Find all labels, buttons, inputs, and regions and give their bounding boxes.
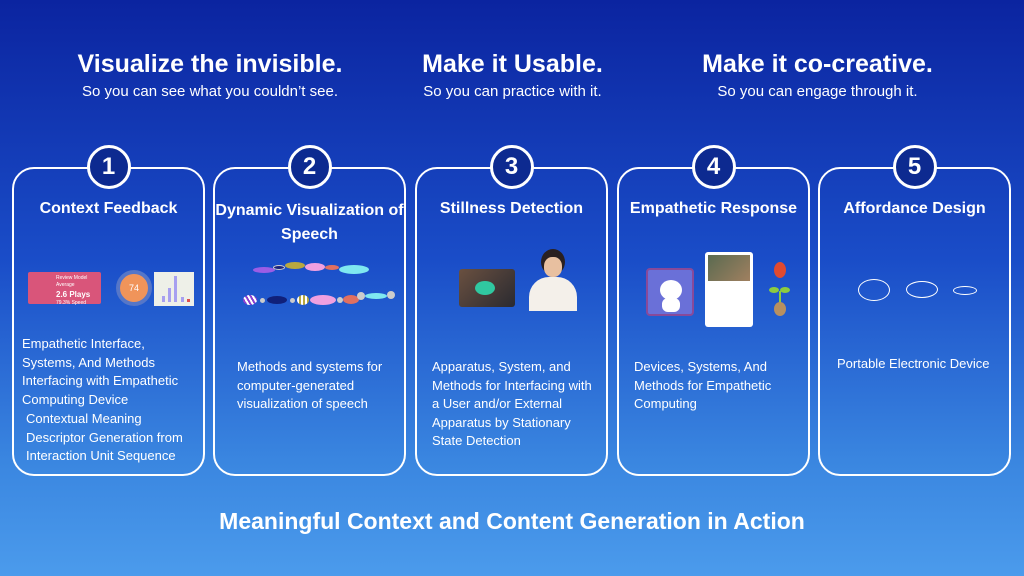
footer-tagline: Meaningful Context and Content Generatio… <box>219 508 805 534</box>
card-title: Dynamic Visualization of Speech <box>215 202 404 243</box>
bar-chart-thumbnail <box>154 272 194 306</box>
widget-value: 2.6 Plays <box>56 290 91 299</box>
header-subtitle: So you can engage through it. <box>717 83 918 100</box>
header-title: Make it Usable. <box>422 50 603 78</box>
card-title: Stillness Detection <box>439 200 584 217</box>
sprout-icon <box>769 287 791 317</box>
score-circle: 74 <box>116 270 152 306</box>
card-dynamic-visualization: 2 Dynamic Visualization of Speech Method… <box>213 145 408 476</box>
card-context-feedback: 1 Context Feedback Review Model Average … <box>12 145 205 476</box>
speech-visualization <box>215 259 408 309</box>
card-description: Portable Electronic Device <box>837 356 990 371</box>
card-stillness-detection: 3 Stillness Detection Apparatus, System,… <box>415 145 608 476</box>
widget-label: Review Model Average <box>56 275 88 288</box>
device-outline-small <box>953 286 977 295</box>
header-subtitle: So you can practice with it. <box>423 83 602 100</box>
card-description: Devices, Systems, And Methods for Empath… <box>634 359 772 411</box>
step-number: 1 <box>86 145 131 189</box>
robot-app-icon <box>646 268 694 316</box>
header-title: Make it co-creative. <box>702 50 933 78</box>
header-title: Visualize the invisible. <box>77 50 343 78</box>
card-description: Empathetic Interface, Systems, And Metho… <box>22 336 179 407</box>
device-outline-large <box>858 279 890 301</box>
card-affordance-design: 5 Affordance Design Portable Electronic … <box>818 145 1011 476</box>
step-number: 5 <box>892 145 937 189</box>
step-number: 3 <box>489 145 534 189</box>
step-number: 4 <box>691 145 736 189</box>
device-outline-medium <box>906 281 938 298</box>
card-title: Affordance Design <box>843 200 986 217</box>
card-title: Context Feedback <box>39 200 178 217</box>
header-visualize: Visualize the invisible. So you can see … <box>40 50 380 100</box>
phone-screen <box>705 252 753 327</box>
seed-icon <box>774 262 786 278</box>
card-empathetic-response: 4 Empathetic Response Devices, Systems, … <box>617 145 810 476</box>
person-photo <box>527 247 579 311</box>
score-widget: Review Model Average 2.6 Plays 79.3% Spe… <box>28 272 101 306</box>
header-usable: Make it Usable. So you can practice with… <box>380 50 645 100</box>
header-cocreative: Make it co-creative. So you can engage t… <box>650 50 985 100</box>
widget-sub: 79.3% Speed <box>56 300 87 306</box>
header-subtitle: So you can see what you couldn’t see. <box>82 83 338 100</box>
card-description: Apparatus, System, and Methods for Inter… <box>432 359 592 448</box>
step-number: 2 <box>287 145 332 189</box>
card-description-secondary: Contextual Meaning Descriptor Generation… <box>26 411 183 463</box>
phone-photo <box>459 269 515 307</box>
card-description: Methods and systems for computer-generat… <box>237 359 383 411</box>
card-title: Empathetic Response <box>629 200 798 217</box>
